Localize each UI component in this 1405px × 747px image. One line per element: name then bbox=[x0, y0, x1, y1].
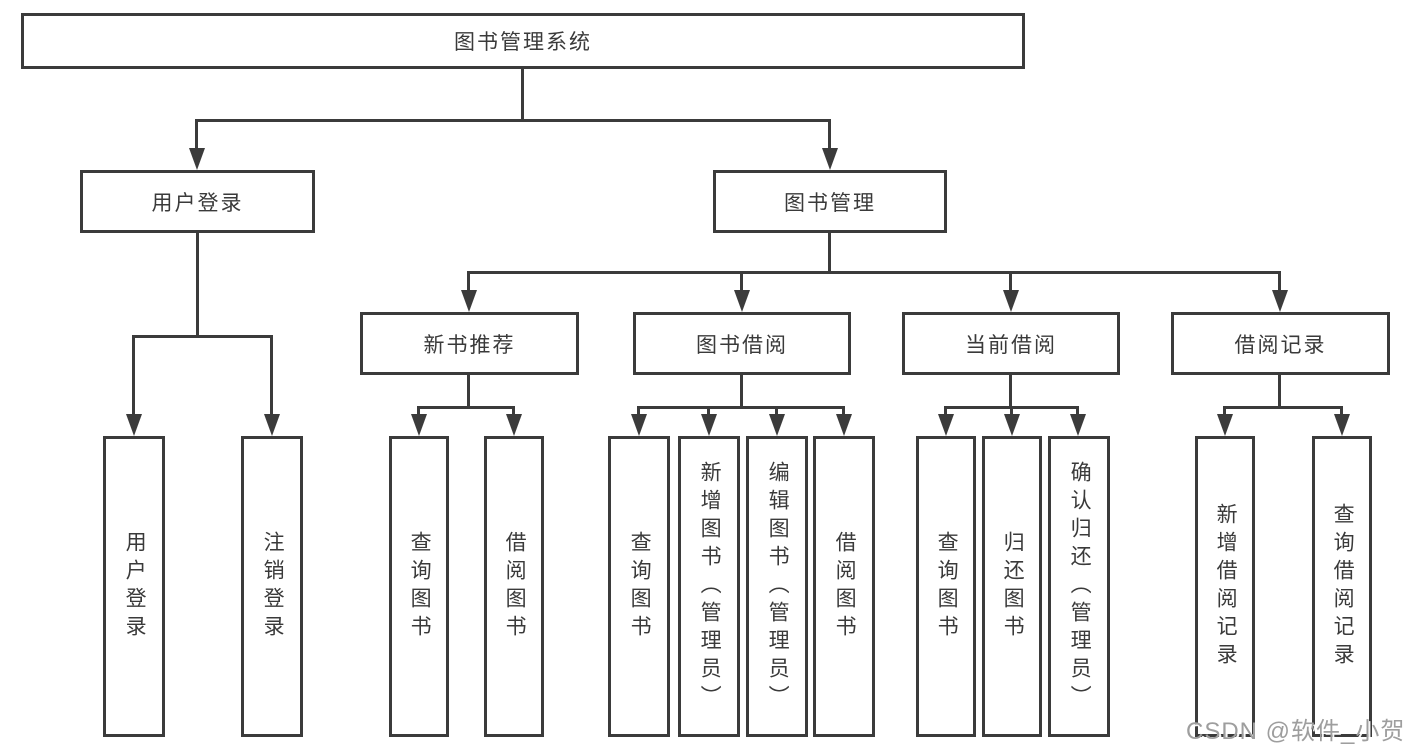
connector-vline bbox=[512, 406, 515, 418]
node-label: 编辑图书（管理员） bbox=[766, 460, 790, 713]
leaf-edit-books-admin: 编辑图书（管理员） bbox=[746, 436, 808, 737]
connector-arrowhead bbox=[1004, 414, 1020, 436]
connector-vline bbox=[842, 406, 845, 418]
connector-arrowhead bbox=[734, 290, 750, 312]
connector-vline bbox=[270, 335, 273, 418]
connector-vline bbox=[775, 406, 778, 418]
node-new-book-recommend: 新书推荐 bbox=[360, 312, 579, 375]
node-label: 查询借阅记录 bbox=[1331, 502, 1355, 671]
connector-vline bbox=[1010, 406, 1013, 418]
connector-arrowhead bbox=[461, 290, 477, 312]
node-label: 当前借阅 bbox=[965, 333, 1057, 357]
connector-hline bbox=[1223, 406, 1343, 409]
leaf-return-books: 归还图书 bbox=[982, 436, 1042, 737]
connector-vline bbox=[196, 233, 199, 337]
node-label: 注销登录 bbox=[261, 530, 285, 643]
connector-vline bbox=[740, 375, 743, 408]
node-label: 新增借阅记录 bbox=[1214, 502, 1238, 671]
leaf-logout: 注销登录 bbox=[241, 436, 303, 737]
leaf-query-books-current: 查询图书 bbox=[916, 436, 976, 737]
connector-arrowhead bbox=[264, 414, 280, 436]
connector-vline bbox=[417, 406, 420, 418]
connector-vline bbox=[1278, 375, 1281, 408]
node-label: 用户登录 bbox=[123, 530, 147, 643]
node-current-borrowing: 当前借阅 bbox=[902, 312, 1120, 375]
node-label: 借阅图书 bbox=[833, 530, 857, 643]
connector-vline bbox=[1223, 406, 1226, 418]
connector-arrowhead bbox=[1272, 290, 1288, 312]
node-label: 查询图书 bbox=[628, 530, 652, 643]
leaf-query-borrow-record: 查询借阅记录 bbox=[1312, 436, 1372, 737]
node-label: 查询图书 bbox=[408, 530, 432, 643]
connector-hline bbox=[196, 119, 831, 122]
connector-hline bbox=[417, 406, 515, 409]
csdn-watermark: CSDN @软件_小贺同学 bbox=[1186, 718, 1405, 745]
connector-arrowhead bbox=[506, 414, 522, 436]
connector-vline bbox=[132, 335, 135, 418]
leaf-user-login: 用户登录 bbox=[103, 436, 165, 737]
leaf-query-books-borrowing: 查询图书 bbox=[608, 436, 670, 737]
connector-vline bbox=[1340, 406, 1343, 418]
connector-arrowhead bbox=[1070, 414, 1086, 436]
connector-vline bbox=[707, 406, 710, 418]
connector-vline bbox=[1278, 271, 1281, 294]
connector-arrowhead bbox=[631, 414, 647, 436]
connector-hline bbox=[467, 271, 1281, 274]
node-book-borrowing: 图书借阅 bbox=[633, 312, 851, 375]
node-label: 借阅记录 bbox=[1234, 333, 1327, 357]
connector-arrowhead bbox=[836, 414, 852, 436]
node-label: 图书借阅 bbox=[696, 333, 788, 357]
leaf-add-books-admin: 新增图书（管理员） bbox=[678, 436, 740, 737]
node-library-system: 图书管理系统 bbox=[21, 13, 1025, 69]
connector-hline bbox=[637, 406, 845, 409]
leaf-borrow-books-recommend: 借阅图书 bbox=[484, 436, 544, 737]
node-label: 新书推荐 bbox=[423, 333, 516, 357]
leaf-query-books-recommend: 查询图书 bbox=[389, 436, 449, 737]
connector-hline bbox=[132, 335, 273, 338]
connector-vline bbox=[828, 233, 831, 273]
connector-arrowhead bbox=[1003, 290, 1019, 312]
connector-arrowhead bbox=[701, 414, 717, 436]
node-label: 新增图书（管理员） bbox=[698, 460, 722, 713]
connector-arrowhead bbox=[411, 414, 427, 436]
node-label: 图书管理系统 bbox=[454, 31, 592, 54]
node-borrowing-records: 借阅记录 bbox=[1171, 312, 1390, 375]
node-label: 归还图书 bbox=[1001, 530, 1025, 643]
connector-arrowhead bbox=[938, 414, 954, 436]
node-book-management: 图书管理 bbox=[713, 170, 947, 233]
node-label: 用户登录 bbox=[151, 191, 244, 215]
node-label: 确认归还（管理员） bbox=[1068, 460, 1092, 713]
connector-vline bbox=[467, 271, 470, 294]
connector-vline bbox=[944, 406, 947, 418]
leaf-confirm-return-admin: 确认归还（管理员） bbox=[1048, 436, 1110, 737]
node-label: 借阅图书 bbox=[503, 530, 527, 643]
connector-arrowhead bbox=[769, 414, 785, 436]
leaf-add-borrow-record: 新增借阅记录 bbox=[1195, 436, 1255, 737]
node-label: 查询图书 bbox=[935, 530, 959, 643]
connector-arrowhead bbox=[1217, 414, 1233, 436]
connector-arrowhead bbox=[189, 148, 205, 170]
connector-arrowhead bbox=[822, 148, 838, 170]
connector-vline bbox=[828, 119, 831, 152]
connector-vline bbox=[1009, 375, 1012, 408]
node-label: 图书管理 bbox=[784, 191, 876, 215]
connector-vline bbox=[740, 271, 743, 294]
leaf-borrow-books: 借阅图书 bbox=[813, 436, 875, 737]
node-user-login: 用户登录 bbox=[80, 170, 315, 233]
connector-vline bbox=[637, 406, 640, 418]
connector-arrowhead bbox=[126, 414, 142, 436]
connector-vline bbox=[195, 119, 198, 152]
connector-vline bbox=[1076, 406, 1079, 418]
connector-vline bbox=[521, 69, 524, 120]
connector-vline bbox=[1009, 271, 1012, 294]
connector-arrowhead bbox=[1334, 414, 1350, 436]
connector-vline bbox=[467, 375, 470, 408]
